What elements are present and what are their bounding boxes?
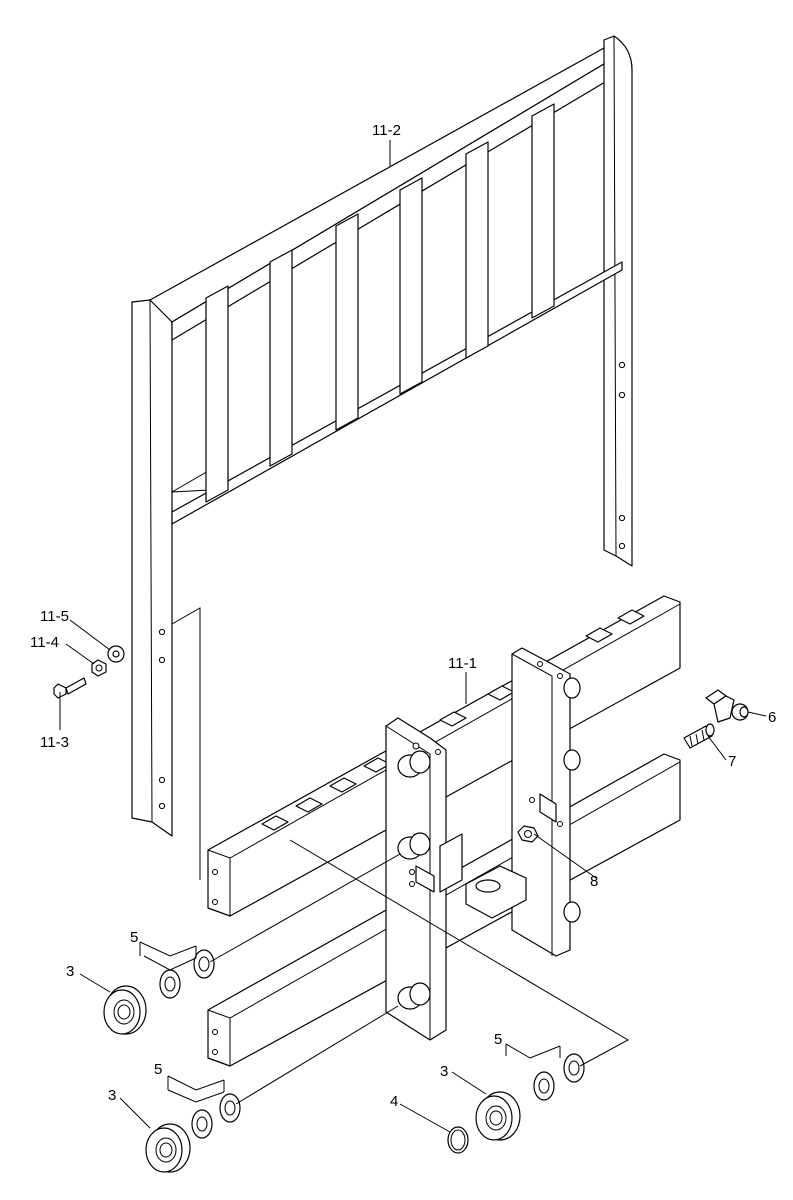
grease-fitting bbox=[705, 689, 749, 723]
callout-bearing-right: 3 bbox=[440, 1063, 448, 1080]
top-hardware bbox=[53, 645, 125, 699]
backrest-vertical-bars bbox=[205, 103, 555, 503]
leader-lines bbox=[59, 140, 767, 1133]
right-side-plate bbox=[511, 647, 581, 957]
set-screw bbox=[683, 723, 715, 749]
snap-ring bbox=[447, 1126, 469, 1154]
callout-fitting: 6 bbox=[768, 709, 776, 726]
left-bottom-bearing bbox=[145, 1123, 191, 1173]
left-top-bearing bbox=[103, 985, 147, 1035]
left-side-plate bbox=[385, 717, 463, 1041]
right-bearing bbox=[475, 1091, 521, 1141]
callout-labels: 11-2 11-5 11-4 11-3 11-1 6 7 8 5 3 5 3 4… bbox=[30, 122, 776, 1110]
callout-bearing-left-top: 3 bbox=[66, 963, 74, 980]
callout-carriage: 11-1 bbox=[448, 655, 477, 672]
callout-spacer-right: 5 bbox=[494, 1031, 502, 1048]
callout-bearing-left-bottom: 3 bbox=[108, 1087, 116, 1104]
callout-spacer-left-bottom: 5 bbox=[154, 1061, 162, 1078]
callout-nut-right: 8 bbox=[590, 873, 598, 890]
callout-screw: 7 bbox=[728, 753, 736, 770]
left-bottom-spacers bbox=[191, 1093, 241, 1139]
right-nut bbox=[517, 825, 539, 843]
callout-snap-ring: 4 bbox=[390, 1093, 398, 1110]
load-backrest-frame bbox=[131, 35, 633, 880]
callout-nut-top: 11-4 bbox=[30, 634, 59, 651]
left-top-spacers bbox=[159, 949, 215, 999]
right-spacers bbox=[533, 1053, 585, 1101]
clamp-block bbox=[465, 865, 527, 919]
callout-bolt-top: 11-3 bbox=[40, 734, 69, 751]
callout-frame: 11-2 bbox=[372, 122, 401, 139]
callout-spacer-left-top: 5 bbox=[130, 929, 138, 946]
callout-washer-top: 11-5 bbox=[40, 608, 69, 625]
